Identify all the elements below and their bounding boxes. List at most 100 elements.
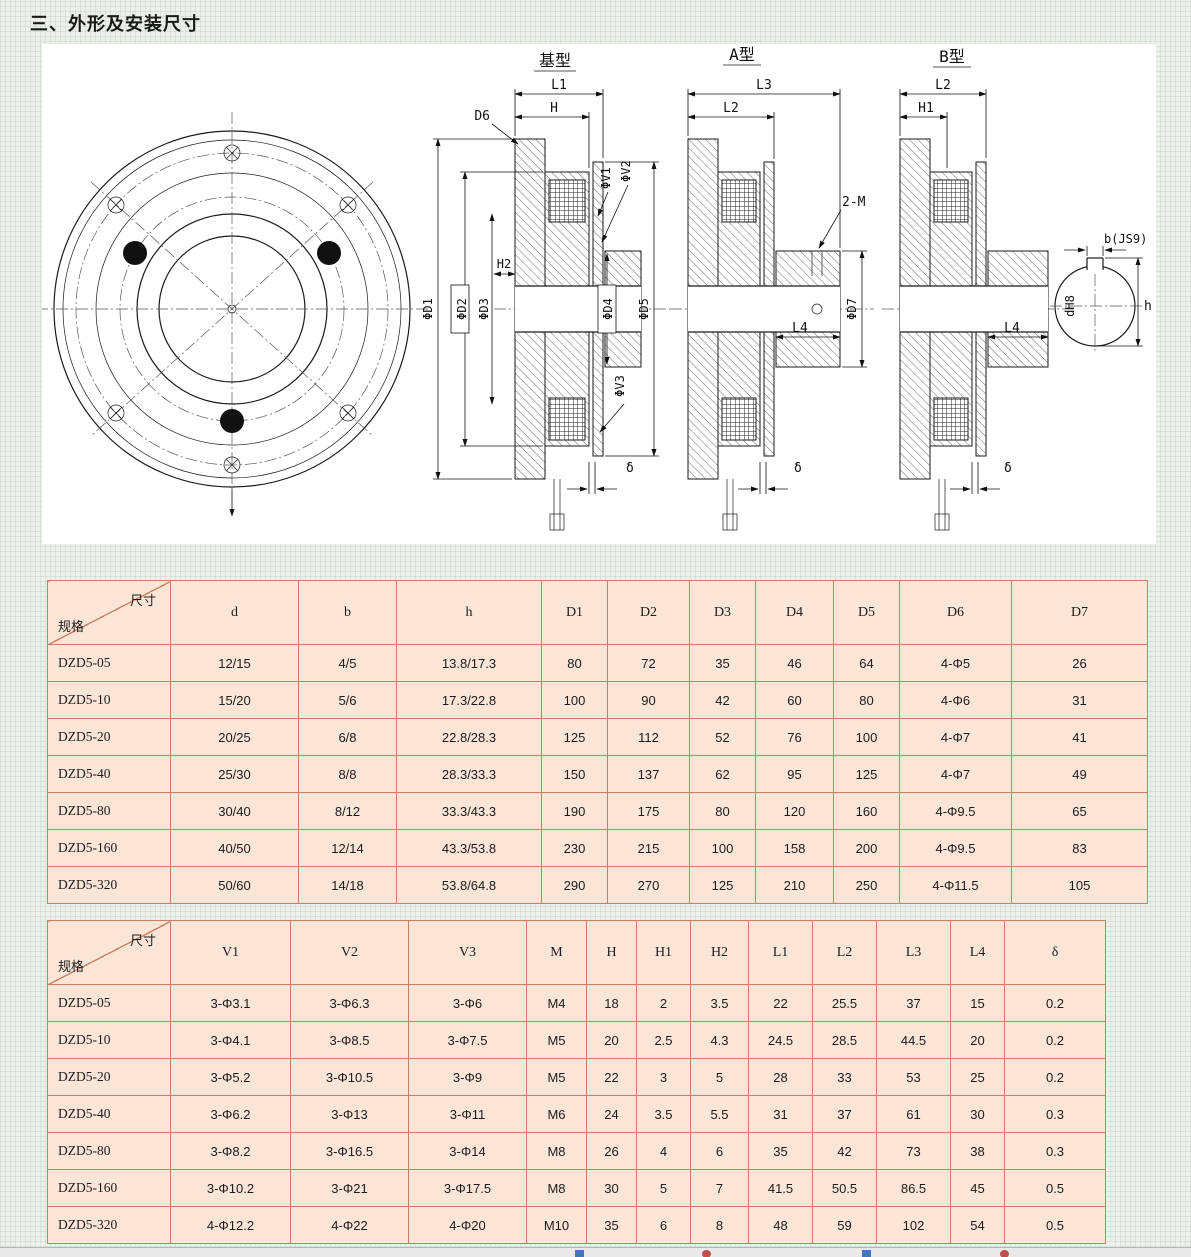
model-cell: DZD5-20 [47,1058,171,1096]
value-cell: 33.3/43.3 [396,792,542,830]
dim-label-d6: D6 [474,109,490,124]
column-header: D5 [833,580,900,645]
bolt-hole-icon [107,144,357,474]
value-cell: 125 [689,866,756,904]
value-cell: 3-Φ3.1 [170,984,291,1022]
value-cell: 80 [689,792,756,830]
dim-label-2m: 2-M [842,195,866,210]
value-cell: 3-Φ21 [290,1169,409,1207]
technical-drawing-panel: 基型 L1 [36,44,1156,544]
outline-drawing: 基型 L1 [36,45,1152,531]
model-cell: DZD5-40 [47,1095,171,1133]
column-header: M [526,920,587,985]
value-cell: 0.3 [1004,1132,1106,1170]
section-view-a: A型 [670,45,874,531]
value-cell: 12/14 [298,829,397,867]
value-cell: 3-Φ11 [408,1095,527,1133]
value-cell: 105 [1011,866,1148,904]
dim-label-d5: ΦD5 [637,298,651,320]
corner-header-cell: 尺寸 规格 [47,580,171,645]
value-cell: 270 [607,866,690,904]
dim-label-d4: ΦD4 [601,298,615,320]
value-cell: 125 [541,718,608,756]
value-cell: 0.3 [1004,1095,1106,1133]
column-header: L2 [812,920,877,985]
value-cell: 7 [690,1169,749,1207]
partial-icon [575,1250,584,1257]
value-cell: 59 [812,1206,877,1244]
partial-icon [862,1250,871,1257]
value-cell: 18 [586,984,637,1022]
value-cell: 3-Φ8.5 [290,1021,409,1059]
value-cell: 4.3 [690,1021,749,1059]
value-cell: 50/60 [170,866,299,904]
value-cell: 0.2 [1004,1021,1106,1059]
value-cell: 15 [950,984,1005,1022]
value-cell: 26 [586,1132,637,1170]
value-cell: 61 [876,1095,951,1133]
model-cell: DZD5-160 [47,1169,171,1207]
value-cell: 160 [833,792,900,830]
value-cell: 64 [833,644,900,682]
value-cell: 4-Φ5 [899,644,1012,682]
value-cell: 53 [876,1058,951,1096]
corner-label-size: 尺寸 [129,593,156,608]
value-cell: 95 [755,755,834,793]
value-cell: 3-Φ16.5 [290,1132,409,1170]
value-cell: 4-Φ7 [899,755,1012,793]
value-cell: 80 [541,644,608,682]
value-cell: 175 [607,792,690,830]
value-cell: 6 [636,1206,691,1244]
value-cell: M4 [526,984,587,1022]
value-cell: M10 [526,1206,587,1244]
column-header: D2 [607,580,690,645]
through-hole-icon [123,241,341,433]
value-cell: 3-Φ17.5 [408,1169,527,1207]
value-cell: 4-Φ20 [408,1206,527,1244]
value-cell: 4-Φ12.2 [170,1206,291,1244]
value-cell: 62 [689,755,756,793]
value-cell: 4-Φ22 [290,1206,409,1244]
value-cell: 210 [755,866,834,904]
value-cell: 72 [607,644,690,682]
value-cell: 6/8 [298,718,397,756]
value-cell: 4/5 [298,644,397,682]
value-cell: 8 [690,1206,749,1244]
value-cell: 8/12 [298,792,397,830]
value-cell: 30 [950,1095,1005,1133]
value-cell: 3-Φ6.3 [290,984,409,1022]
value-cell: 28.5 [812,1021,877,1059]
dim-label-h: H [550,101,558,116]
value-cell: 0.5 [1004,1169,1106,1207]
value-cell: 4 [636,1132,691,1170]
corner-label-model: 规格 [58,619,85,634]
value-cell: M8 [526,1132,587,1170]
value-cell: 46 [755,644,834,682]
value-cell: 42 [689,681,756,719]
partial-icon [702,1250,711,1257]
model-cell: DZD5-05 [47,984,171,1022]
value-cell: 6 [690,1132,749,1170]
section-view-b: B型 L2 [882,47,1074,531]
value-cell: 100 [833,718,900,756]
value-cell: 41.5 [748,1169,813,1207]
value-cell: 37 [876,984,951,1022]
value-cell: 5 [690,1058,749,1096]
value-cell: 22 [586,1058,637,1096]
dim-label-l2-a: L2 [723,101,739,116]
value-cell: 17.3/22.8 [396,681,542,719]
value-cell: 3-Φ6 [408,984,527,1022]
value-cell: 3-Φ10.5 [290,1058,409,1096]
value-cell: M8 [526,1169,587,1207]
value-cell: 90 [607,681,690,719]
value-cell: 31 [748,1095,813,1133]
model-cell: DZD5-80 [47,1132,171,1170]
